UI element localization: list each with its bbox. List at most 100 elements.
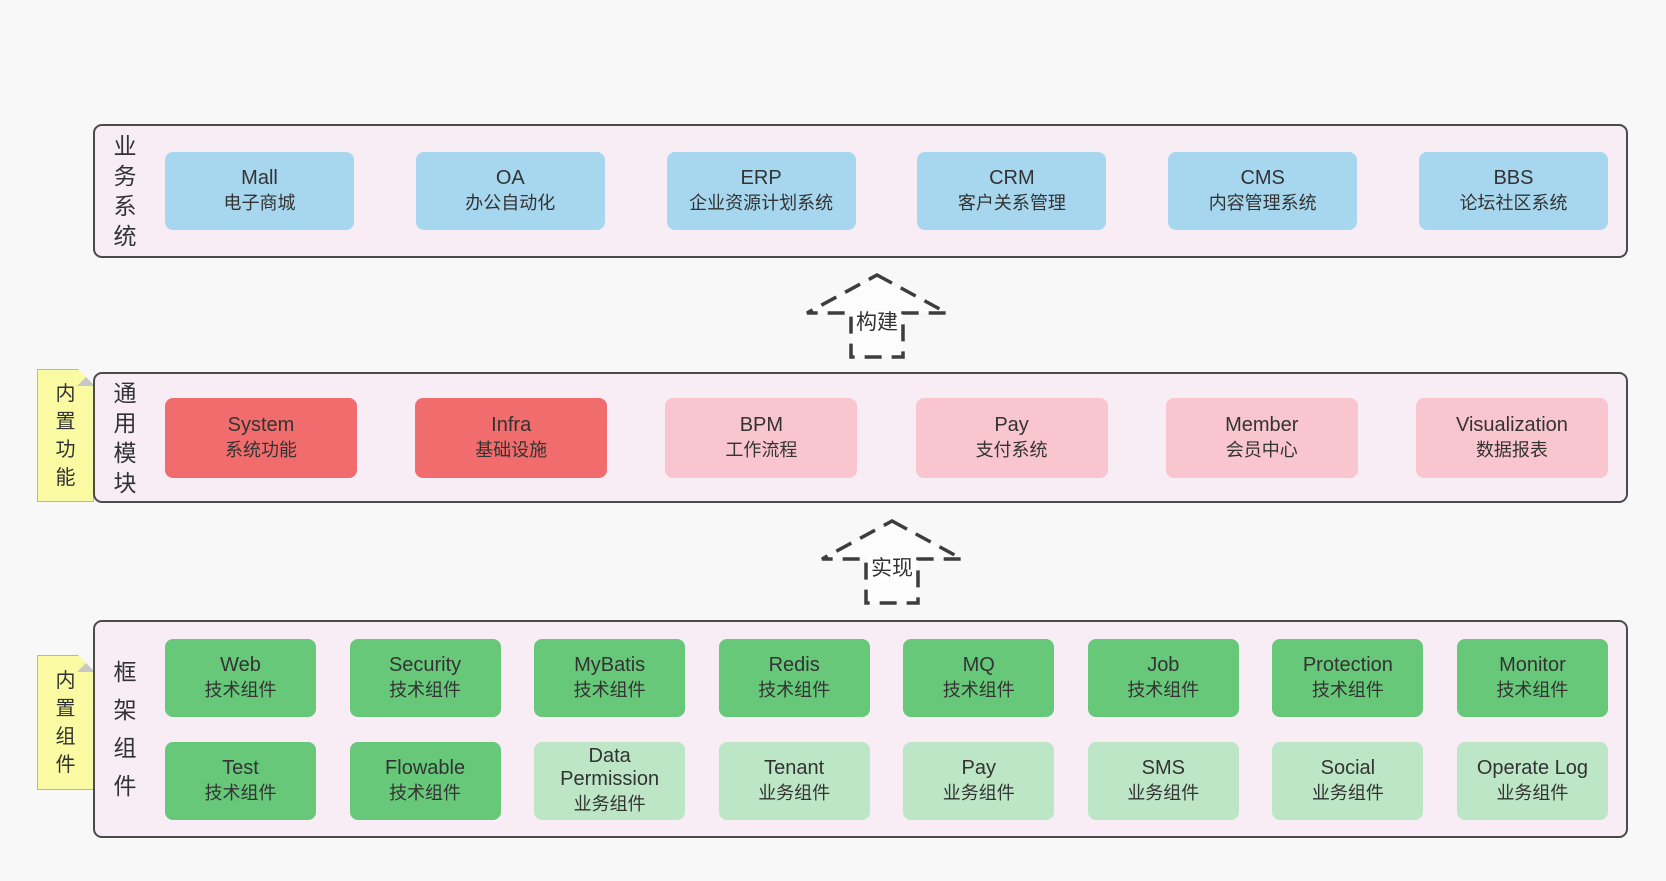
- box-security: Security 技术组件: [349, 638, 501, 717]
- box-title: Monitor: [1499, 653, 1566, 676]
- framework-components-label: 框 架 组 件: [113, 659, 137, 799]
- box-subtitle: 论坛社区系统: [1459, 193, 1568, 213]
- box-subtitle: 基础设施: [475, 439, 548, 460]
- box-subtitle: 电子商城: [223, 193, 296, 213]
- box-title: Infra: [491, 413, 532, 436]
- box-operate-log: Operate Log 业务组件: [1456, 741, 1608, 820]
- box-title: Redis: [768, 653, 820, 676]
- builtin-components-note: 内 置 组 件: [37, 655, 94, 790]
- box-subtitle: 技术组件: [389, 782, 462, 803]
- builtin-features-note: 内 置 功 能: [37, 369, 94, 502]
- box-subtitle: 业务组件: [942, 782, 1015, 803]
- box-test: Test 技术组件: [165, 741, 316, 820]
- box-title: Job: [1147, 653, 1180, 676]
- business-systems-panel: 业 务 系 统 Mall 电子商城 OA 办公自动化 ERP 企业资源计划系统 …: [93, 124, 1628, 258]
- box-title: BPM: [739, 413, 784, 436]
- common-modules-label: 通 用 模 块: [113, 379, 137, 496]
- box-data-permission: Data Permission 业务组件: [534, 741, 686, 820]
- box-title: SMS: [1141, 756, 1185, 779]
- box-subtitle: 数据报表: [1475, 439, 1548, 460]
- build-arrow: 构建: [805, 273, 949, 359]
- box-subtitle: 办公自动化: [465, 193, 556, 213]
- box-cms: CMS 内容管理系统: [1168, 152, 1358, 230]
- common-modules-panel: 通 用 模 块 System 系统功能 Infra 基础设施 BPM 工作流程 …: [93, 372, 1628, 503]
- box-title: Security: [388, 653, 462, 676]
- box-title: BBS: [1493, 167, 1534, 189]
- box-oa: OA 办公自动化: [415, 152, 605, 230]
- box-subtitle: 业务组件: [573, 794, 646, 814]
- box-subtitle: 技术组件: [389, 679, 462, 700]
- box-tenant: Tenant 业务组件: [718, 741, 870, 820]
- box-subtitle: 技术组件: [1311, 679, 1384, 700]
- box-title: Pay: [994, 413, 1029, 436]
- box-title: Operate Log: [1476, 756, 1589, 779]
- box-title: Data Permission: [560, 745, 660, 790]
- box-title: System: [227, 413, 295, 436]
- box-crm: CRM 客户关系管理: [917, 152, 1107, 230]
- box-subtitle: 技术组件: [1496, 679, 1569, 700]
- box-mall: Mall 电子商城: [165, 152, 354, 230]
- box-title: CRM: [989, 167, 1035, 189]
- box-subtitle: 业务组件: [758, 782, 831, 803]
- box-subtitle: 客户关系管理: [957, 193, 1066, 213]
- box-title: Mall: [241, 167, 278, 189]
- builtin-features-note-label: 内 置 功 能: [55, 382, 76, 489]
- framework-components-panel: 框 架 组 件 Web 技术组件 Security 技术组件 MyBatis 技…: [93, 620, 1628, 838]
- box-monitor: Monitor 技术组件: [1456, 638, 1608, 717]
- box-mybatis: MyBatis 技术组件: [534, 638, 686, 717]
- box-subtitle: 内容管理系统: [1208, 193, 1317, 213]
- box-title: Flowable: [385, 756, 466, 779]
- box-title: Web: [220, 653, 261, 676]
- business-systems-row: Mall 电子商城 OA 办公自动化 ERP 企业资源计划系统 CRM 客户关系…: [165, 152, 1608, 230]
- box-bbs: BBS 论坛社区系统: [1418, 152, 1608, 230]
- box-subtitle: 会员中心: [1225, 439, 1298, 460]
- box-flowable: Flowable 技术组件: [349, 741, 501, 820]
- box-title: OA: [495, 167, 525, 189]
- box-pay-biz: Pay 业务组件: [903, 741, 1055, 820]
- box-system: System 系统功能: [165, 397, 357, 478]
- box-subtitle: 业务组件: [1496, 782, 1569, 803]
- note-fold-corner-icon: [77, 656, 93, 672]
- box-subtitle: 技术组件: [942, 679, 1015, 700]
- framework-row-2: Test 技术组件 Flowable 技术组件 Data Permission …: [165, 741, 1608, 820]
- box-redis: Redis 技术组件: [718, 638, 870, 717]
- box-title: MQ: [962, 653, 995, 676]
- box-title: Test: [222, 756, 259, 779]
- box-subtitle: 企业资源计划系统: [689, 193, 834, 213]
- framework-row-1: Web 技术组件 Security 技术组件 MyBatis 技术组件 Redi…: [165, 638, 1608, 717]
- build-arrow-label: 构建: [853, 311, 901, 335]
- implement-arrow: 实现: [820, 519, 964, 605]
- note-fold-corner-icon: [77, 370, 93, 386]
- box-subtitle: 工作流程: [725, 439, 798, 460]
- box-subtitle: 技术组件: [1127, 679, 1200, 700]
- builtin-components-note-label: 内 置 组 件: [55, 669, 76, 776]
- box-protection: Protection 技术组件: [1272, 638, 1424, 717]
- box-title: Member: [1225, 413, 1299, 436]
- framework-components-grid: Web 技术组件 Security 技术组件 MyBatis 技术组件 Redi…: [165, 638, 1608, 820]
- box-subtitle: 业务组件: [1127, 782, 1200, 803]
- box-title: Visualization: [1455, 413, 1568, 436]
- box-web: Web 技术组件: [165, 638, 316, 717]
- box-title: Tenant: [764, 756, 825, 779]
- common-modules-row: System 系统功能 Infra 基础设施 BPM 工作流程 Pay 支付系统…: [165, 397, 1608, 478]
- box-subtitle: 技术组件: [758, 679, 831, 700]
- box-subtitle: 系统功能: [225, 439, 297, 460]
- box-title: Social: [1320, 756, 1376, 779]
- box-visualization: Visualization 数据报表: [1415, 397, 1608, 478]
- business-systems-label: 业 务 系 统: [113, 133, 137, 249]
- box-subtitle: 技术组件: [573, 679, 646, 700]
- box-sms: SMS 业务组件: [1087, 741, 1239, 820]
- box-social: Social 业务组件: [1272, 741, 1424, 820]
- box-title: CMS: [1240, 167, 1285, 189]
- box-bpm: BPM 工作流程: [665, 397, 858, 478]
- implement-arrow-label: 实现: [868, 557, 916, 581]
- box-title: ERP: [740, 167, 782, 189]
- box-mq: MQ 技术组件: [903, 638, 1055, 717]
- box-title: MyBatis: [574, 653, 646, 676]
- box-subtitle: 技术组件: [204, 679, 277, 700]
- box-member: Member 会员中心: [1165, 397, 1358, 478]
- box-erp: ERP 企业资源计划系统: [666, 152, 856, 230]
- box-subtitle: 技术组件: [204, 782, 277, 803]
- box-title: Protection: [1302, 653, 1393, 676]
- box-infra: Infra 基础设施: [415, 397, 608, 478]
